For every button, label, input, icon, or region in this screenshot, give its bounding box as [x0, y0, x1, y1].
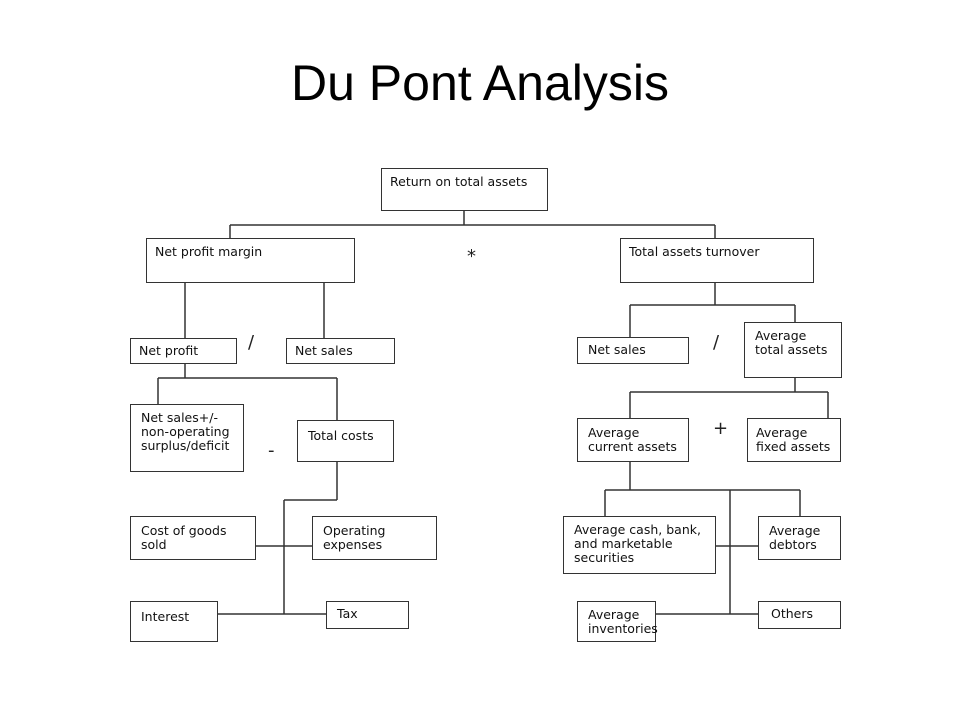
- node-net-sales-left: Net sales: [286, 338, 395, 364]
- node-total-assets-turnover: Total assets turnover: [620, 238, 814, 283]
- node-return-on-total-assets: Return on total assets: [381, 168, 548, 211]
- node-net-profit-margin: Net profit margin: [146, 238, 355, 283]
- page-title: Du Pont Analysis: [291, 55, 669, 111]
- divide-operator-right: /: [713, 332, 720, 353]
- node-average-fixed-assets: Average fixed assets: [747, 418, 841, 462]
- node-net-profit: Net profit: [130, 338, 237, 364]
- node-interest: Interest: [130, 601, 218, 642]
- node-average-inventories: Average inventories: [577, 601, 658, 642]
- minus-operator: -: [268, 440, 275, 461]
- node-net-sales-right: Net sales: [577, 337, 689, 364]
- node-tax: Tax: [326, 601, 409, 629]
- node-average-current-assets: Average current assets: [577, 418, 689, 462]
- node-others: Others: [758, 601, 841, 629]
- node-cost-of-goods-sold: Cost of goods sold: [130, 516, 256, 560]
- node-average-debtors: Average debtors: [758, 516, 841, 560]
- node-total-costs: Total costs: [297, 420, 394, 462]
- plus-operator: +: [713, 418, 729, 439]
- node-net-sales-non-operating: Net sales+/- non-operating surplus/defic…: [130, 404, 244, 472]
- node-average-total-assets: Average total assets: [744, 322, 842, 378]
- multiply-operator: *: [467, 246, 476, 267]
- node-operating-expenses: Operating expenses: [312, 516, 437, 560]
- node-average-cash-bank: Average cash, bank, and marketable secur…: [563, 516, 716, 574]
- divide-operator-left: /: [248, 332, 255, 353]
